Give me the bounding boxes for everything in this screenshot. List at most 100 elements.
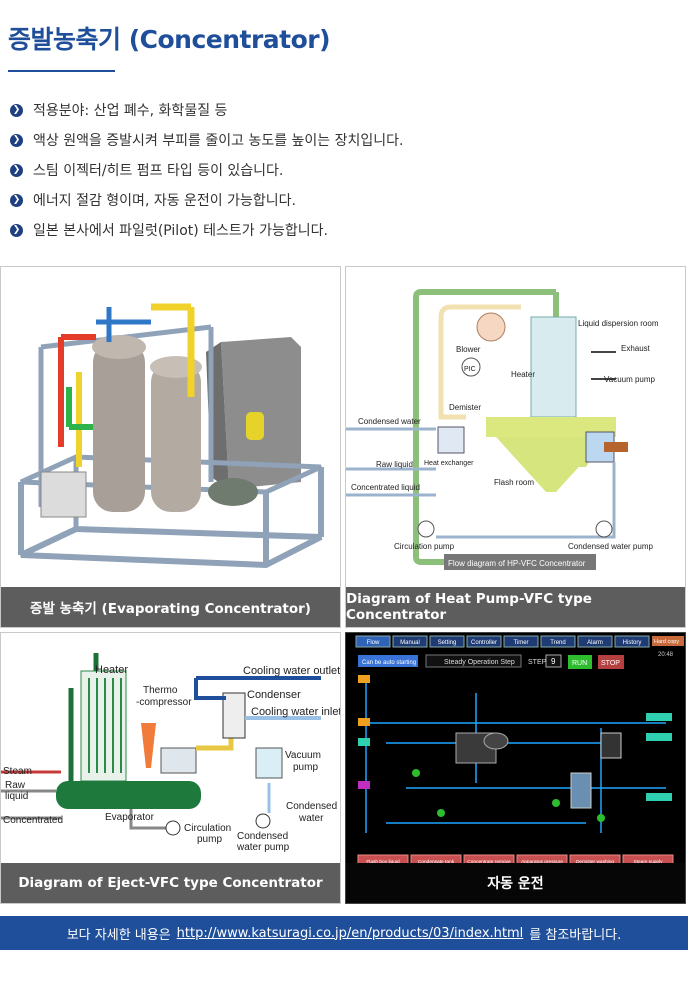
label-vacuum: Vacuum [285, 750, 321, 761]
chevron-right-icon: ❯ [10, 163, 23, 177]
chevron-right-icon: ❯ [10, 223, 23, 237]
label-evaporator: Evaporator [105, 812, 155, 823]
scada-tab[interactable] [503, 635, 539, 648]
scada-tab-label: Trend [550, 640, 565, 646]
card-evaporating-concentrator: 증발 농축기 (Evaporating Concentrator) [0, 266, 341, 628]
bullet-text: 적용분야: 산업 폐수, 화학물질 등 [33, 103, 228, 119]
scada-tab[interactable] [614, 635, 650, 648]
auto-start-label: Can be auto starting [362, 660, 416, 666]
label-pic: PIC [464, 366, 476, 373]
label-water: water [298, 813, 324, 824]
card-caption: 증발 농축기 (Evaporating Concentrator) [1, 587, 340, 627]
label-condensed-water: Condensed [237, 831, 288, 842]
clock: 20:48 [658, 652, 674, 658]
eject-flow-diagram: Heater Cooling water outlet Thermo -comp… [1, 633, 341, 865]
label-cooling-water-inlet: Cooling water inlet [251, 706, 341, 718]
bullet-text: 스팀 이젝터/히트 펌프 타입 등이 있습니다. [33, 163, 284, 179]
step-value: 9 [551, 657, 556, 666]
label-compressor: -compressor [136, 697, 192, 708]
scada-bottom-label: Condensate tank [418, 859, 455, 865]
scada-bottom-label: Apparatus pressure [521, 859, 563, 865]
list-item: ❯ 액상 원액을 증발시켜 부피를 줄이고 농도를 높이는 장치입니다. [10, 125, 403, 155]
label-flow-diagram: Flow diagram of HP-VFC Concentrator [448, 559, 586, 568]
feature-list: ❯ 적용분야: 산업 폐수, 화학물질 등 ❯ 액상 원액을 증발시켜 부피를 줄이… [10, 95, 403, 245]
label-condenser: Condenser [247, 689, 301, 701]
label-pump: pump [293, 762, 318, 773]
auto-start-button[interactable] [358, 655, 418, 667]
heat-pump-flow-diagram: Liquid dispersion room Blower PIC Heater… [346, 267, 685, 589]
label-liquid: liquid [5, 791, 28, 802]
label-exhaust: Exhaust [621, 344, 651, 353]
label-circulation-pump: Circulation pump [394, 542, 455, 551]
step-label: STEP [528, 659, 547, 666]
footer-prefix: 보다 자세한 내용은 [66, 927, 171, 943]
label-circ-pump: pump [197, 834, 222, 845]
card-heat-pump-diagram: Liquid dispersion room Blower PIC Heater… [345, 266, 686, 628]
scada-tab[interactable] [540, 635, 576, 648]
scada-tab-label: Timer [513, 640, 528, 646]
label-condensed-water: Condensed water [358, 417, 421, 426]
bullet-text: 에너지 절감 형이며, 자동 운전이 가능합니다. [33, 193, 296, 209]
scada-bottom-label: Flash box liquid [366, 859, 400, 865]
concentrator-illustration [1, 267, 340, 589]
title-underline [8, 70, 115, 72]
label-blower: Blower [456, 345, 481, 354]
label-condensed-water-pump: Condensed water pump [568, 542, 653, 551]
label-raw-liquid: Raw liquid [376, 460, 413, 469]
page-title: 증발농축기 (Concentrator) [8, 25, 331, 54]
scada-tab[interactable] [355, 635, 391, 648]
label-demister: Demister [449, 403, 481, 412]
card-caption: 자동 운전 [346, 863, 685, 903]
label-concentrated: Concentrated [3, 815, 63, 826]
footer-link[interactable]: http://www.katsuragi.co.jp/en/products/0… [176, 925, 524, 941]
list-item: ❯ 스팀 이젝터/히트 펌프 타입 등이 있습니다. [10, 155, 403, 185]
footer-banner: 보다 자세한 내용은 http://www.katsuragi.co.jp/en… [0, 916, 688, 950]
label-cooling-water-outlet: Cooling water outlet [243, 665, 340, 677]
bullet-text: 일본 본사에서 파일럿(Pilot) 테스트가 가능합니다. [33, 223, 328, 239]
stop-label: STOP [601, 660, 620, 667]
scada-tab-label: Controller [471, 640, 497, 646]
card-eject-diagram: Heater Cooling water outlet Thermo -comp… [0, 632, 341, 904]
card-auto-operation: Flow Manual Setting Controller Timer Trend Ala… [345, 632, 686, 904]
label-water-pump: water pump [236, 842, 290, 853]
scada-screen: Flow Manual Setting Controller Timer Trend Ala… [346, 633, 685, 873]
scada-tab-label: Flow [367, 640, 380, 646]
label-heater: Heater [95, 664, 128, 676]
list-item: ❯ 적용분야: 산업 폐수, 화학물질 등 [10, 95, 403, 125]
label-raw: Raw [5, 780, 26, 791]
label-circulation: Circulation [184, 823, 231, 834]
scada-bottom-label: Concentrate remove [467, 859, 511, 865]
chevron-right-icon: ❯ [10, 133, 23, 147]
label-heat-exchanger: Heat exchanger [424, 460, 474, 467]
label-thermo: Thermo [143, 685, 178, 696]
scada-bottom-label: Demister washing [576, 859, 614, 865]
label-heater: Heater [511, 370, 535, 379]
chevron-right-icon: ❯ [10, 103, 23, 117]
list-item: ❯ 일본 본사에서 파일럿(Pilot) 테스트가 가능합니다. [10, 215, 403, 245]
scada-tab-label: Setting [438, 640, 457, 646]
stop-button[interactable] [598, 655, 624, 669]
status-text: Steady Operation Step [444, 659, 515, 666]
chevron-right-icon: ❯ [10, 193, 23, 207]
scada-tab-label: Alarm [587, 640, 603, 646]
run-label: RUN [572, 660, 587, 667]
scada-tab-label: History [623, 640, 642, 646]
scada-tab[interactable] [466, 635, 502, 648]
run-button[interactable] [568, 655, 592, 669]
label-steam: Steam [3, 766, 32, 777]
scada-tab[interactable] [429, 635, 465, 648]
bullet-text: 액상 원액을 증발시켜 부피를 줄이고 농도를 높이는 장치입니다. [33, 133, 404, 149]
label-vacuum-pump: Vacuum pump [604, 375, 656, 384]
footer-suffix: 를 참조바랍니다. [529, 927, 622, 943]
scada-tab-label: Manual [400, 640, 420, 646]
list-item: ❯ 에너지 절감 형이며, 자동 운전이 가능합니다. [10, 185, 403, 215]
label-condensed: Condensed [286, 801, 337, 812]
hard-copy-button[interactable] [652, 636, 684, 646]
card-caption: Diagram of Eject-VFC type Concentrator [1, 863, 340, 903]
scada-tab[interactable] [392, 635, 428, 648]
scada-tab[interactable] [577, 635, 613, 648]
label-flash-room: Flash room [494, 478, 534, 487]
label-liquid-dispersion-room: Liquid dispersion room [578, 319, 659, 328]
label-concentrated-liquid: Concentrated liquid [351, 483, 420, 492]
hard-copy-label: Hard copy [654, 639, 679, 645]
